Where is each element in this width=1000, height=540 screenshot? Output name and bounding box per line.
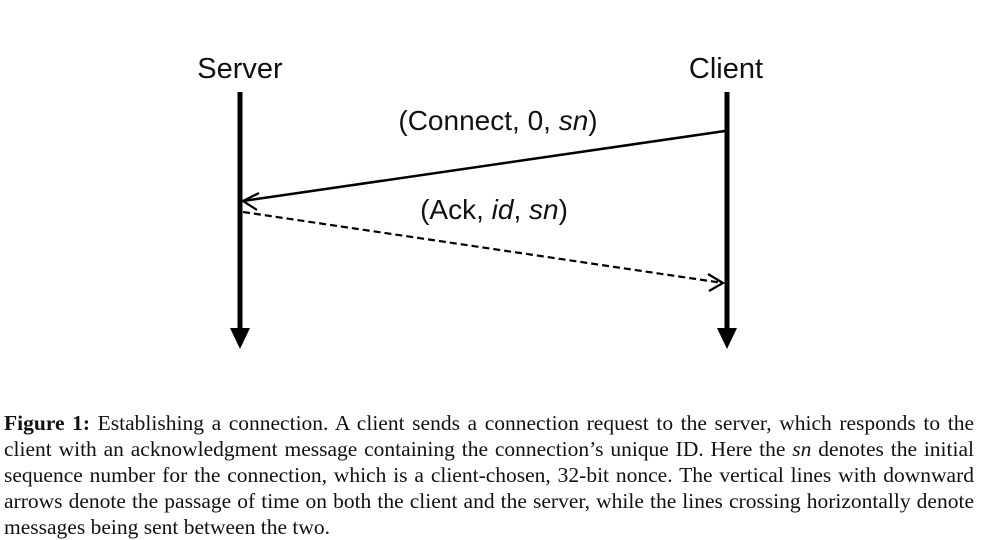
ack-message-arrow bbox=[242, 210, 726, 292]
connect-label-suffix: ) bbox=[588, 105, 597, 136]
connect-arrowhead bbox=[240, 192, 260, 211]
server-timeline-arrowhead bbox=[230, 328, 250, 349]
caption-text-part1: Establishing a connection. A client send… bbox=[4, 410, 975, 461]
ack-label-sn: sn bbox=[529, 194, 559, 225]
client-timeline-arrowhead bbox=[717, 328, 737, 349]
figure-caption: Figure 1: Establishing a connection. A c… bbox=[4, 410, 974, 540]
ack-label-id: id bbox=[492, 194, 515, 225]
sequence-diagram: Server Client (Connect, 0, sn) (Ack, id,… bbox=[197, 53, 763, 349]
caption-sn-symbol: sn bbox=[792, 436, 812, 461]
caption-text-part2: denotes the initial sequence number for … bbox=[4, 436, 974, 539]
ack-arrowhead bbox=[707, 273, 726, 292]
server-label: Server bbox=[197, 53, 283, 85]
client-timeline bbox=[717, 92, 737, 349]
ack-message-label: (Ack, id, sn) bbox=[420, 194, 568, 225]
connect-message-label: (Connect, 0, sn) bbox=[398, 105, 597, 136]
connect-label-sn: sn bbox=[559, 105, 589, 136]
ack-label-prefix: (Ack, bbox=[420, 194, 492, 225]
ack-label-middle: , bbox=[513, 194, 529, 225]
server-timeline bbox=[230, 92, 250, 349]
connect-message-arrow bbox=[240, 129, 726, 211]
connect-label-prefix: (Connect, 0, bbox=[398, 105, 558, 136]
caption-label: Figure 1: bbox=[4, 410, 91, 435]
client-label: Client bbox=[689, 53, 763, 85]
ack-label-suffix: ) bbox=[559, 194, 568, 225]
